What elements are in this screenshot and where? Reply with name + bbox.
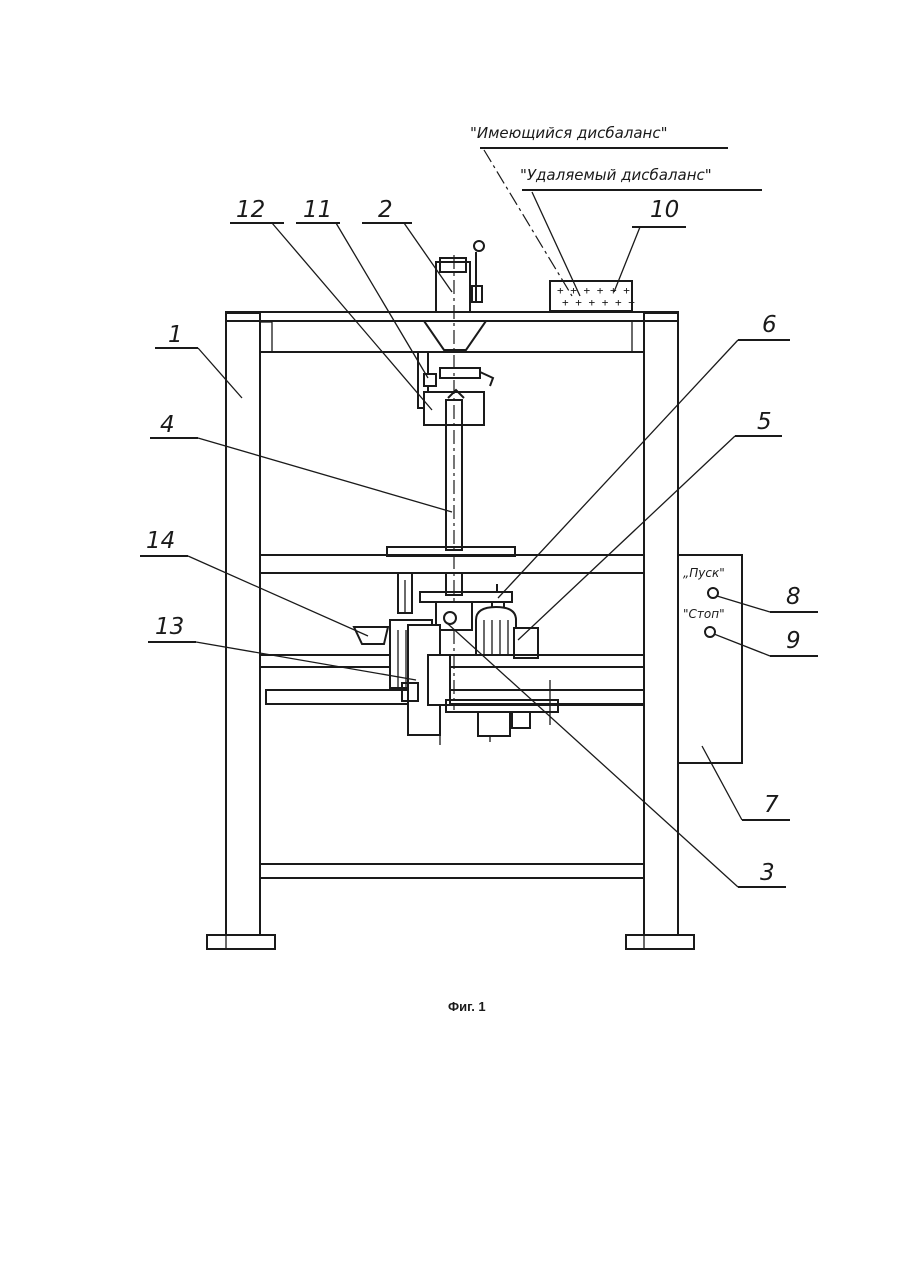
existing-imbalance-note: "Имеющийся дисбаланс" bbox=[470, 124, 668, 142]
callouts: 1 2 11 12 10 4 6 5 14 13 bbox=[140, 197, 818, 887]
label-1: 1 bbox=[168, 322, 183, 348]
start-note: „Пуск" bbox=[683, 566, 725, 580]
figure-caption: Фиг. 1 bbox=[448, 999, 486, 1014]
removed-imbalance-note: "Удаляемый дисбаланс" bbox=[520, 166, 712, 184]
label-6: 6 bbox=[762, 312, 777, 338]
label-10: 10 bbox=[650, 197, 679, 223]
display-panel: + + + + + + + + + + + + bbox=[550, 281, 635, 311]
label-9: 9 bbox=[786, 628, 801, 654]
label-8: 8 bbox=[786, 584, 801, 610]
label-11: 11 bbox=[303, 197, 332, 223]
label-12: 12 bbox=[236, 197, 265, 223]
spindle-head bbox=[418, 241, 493, 425]
label-4: 4 bbox=[160, 412, 175, 438]
label-7: 7 bbox=[764, 792, 779, 818]
panel-marks-bottom: + + + + + + bbox=[562, 296, 635, 309]
label-2: 2 bbox=[378, 197, 393, 223]
label-3: 3 bbox=[760, 860, 775, 886]
shaft bbox=[446, 255, 462, 710]
control-cabinet bbox=[678, 555, 742, 763]
start-button-indicator bbox=[708, 588, 718, 598]
annotations: "Имеющийся дисбаланс" "Удаляемый дисбала… bbox=[470, 124, 762, 296]
label-14: 14 bbox=[146, 528, 175, 554]
stop-note: "Стоп" bbox=[683, 607, 725, 621]
drive-mechanism bbox=[354, 573, 644, 745]
label-13: 13 bbox=[155, 614, 184, 640]
stop-button-indicator bbox=[705, 627, 715, 637]
label-5: 5 bbox=[757, 409, 772, 435]
